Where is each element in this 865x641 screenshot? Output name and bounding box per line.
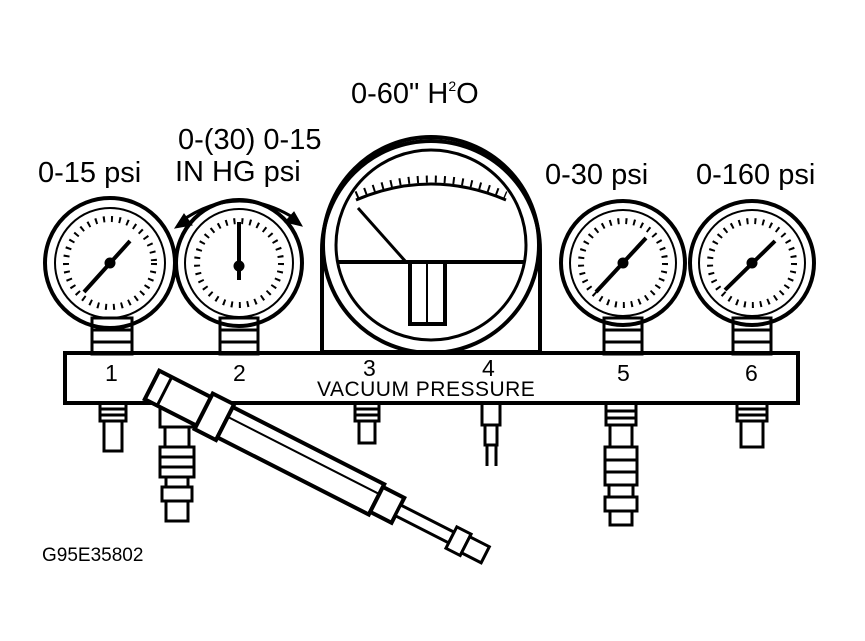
gauge-number-1: 1: [105, 360, 118, 386]
gauge-1-range-label: 0-15 psi: [38, 157, 142, 189]
fitting-4: [480, 401, 502, 466]
manifold-bar: [63, 351, 800, 405]
manifold-label: VACUUM PRESSURE: [317, 378, 536, 401]
gauge-number-5: 5: [617, 360, 630, 386]
gauge-6: [688, 199, 816, 356]
gauge-3-label-sup: 2: [448, 78, 457, 94]
fitting-5: [603, 401, 639, 527]
gauge-number-3: 3: [363, 355, 376, 381]
water-column-gauge: [320, 135, 542, 355]
gauge-2-range-label-line1: 0-(30) 0-15: [178, 124, 322, 156]
needle-icon: [356, 207, 408, 263]
fitting-6: [735, 401, 769, 449]
figure-id: G95E35802: [42, 545, 144, 566]
fitting-3: [353, 401, 381, 445]
gauge-number-4: 4: [482, 355, 495, 381]
gauge-2-range-label-line2: IN HG psi: [175, 156, 301, 188]
gauge-5: [559, 199, 687, 356]
gauge-number-6: 6: [745, 360, 758, 386]
gauge-3-label-suffix: O: [456, 78, 479, 110]
gauge-1: [43, 196, 177, 356]
gauge-number-2: 2: [233, 360, 246, 386]
gauge-3-label-prefix: 0-60" H: [351, 78, 449, 110]
gauge-3-range-label: 0-60" H2O: [351, 79, 479, 109]
gauge-5-range-label: 0-30 psi: [545, 159, 649, 191]
gauge-2: [173, 198, 304, 356]
gauge-6-range-label: 0-160 psi: [696, 159, 816, 191]
hose-adapter: [142, 368, 492, 565]
fitting-1: [98, 401, 128, 453]
